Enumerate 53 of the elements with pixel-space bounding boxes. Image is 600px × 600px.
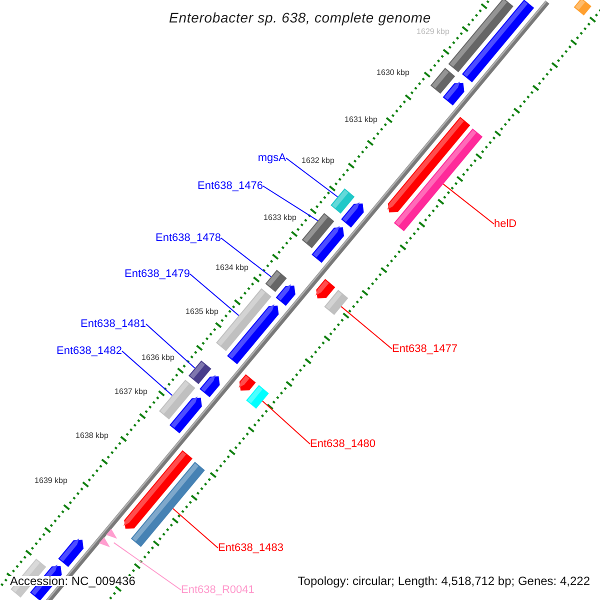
gene-label: Ent638_1483 [218,542,284,554]
kbp-label: 1638 kbp [76,431,108,441]
gene-label: Ent638_1478 [156,232,221,244]
kbp-label: 1636 kbp [142,353,174,363]
gene-label: Ent638_1476 [198,180,263,192]
gene-block [574,0,592,16]
gene-feature [124,450,192,529]
kbp-label: 1635 kbp [186,307,218,317]
leader-line [442,184,494,224]
gene-label: Ent638_1477 [392,343,458,355]
leader-line [220,238,272,278]
gene-feature [200,375,220,398]
title: Enterobacter sp. 638, complete genome [169,8,431,28]
kbp-label: 1633 kbp [264,213,296,223]
leader-line [190,274,240,316]
gene-feature [227,304,279,364]
gene-feature [276,284,296,306]
gene-feature [312,226,344,263]
leader-line [262,186,318,222]
gene-block [265,270,287,292]
kbp-label: 1637 kbp [114,387,148,397]
accession-text: Accession: NC_009436 [8,576,138,586]
gene-feature [316,278,336,298]
leader-line [172,508,218,548]
leader-line [340,306,392,350]
kbp-label: 1631 kbp [344,115,378,125]
kbp-label: 1630 kbp [376,68,410,78]
gene-feature [341,202,364,228]
leader-line [262,400,310,444]
gene-label: Ent638_1481 [80,318,146,330]
gene-label: Ent638_1479 [124,268,190,280]
gene-block [246,385,269,409]
leader-line [286,158,338,198]
gene-feature [442,82,464,106]
gene-label: helD [494,218,517,230]
gene-label: Ent638_1482 [56,345,122,357]
leader-line [122,350,173,396]
gene-marker [99,528,118,548]
kbp-label: 1634 kbp [216,263,248,273]
gene-feature [170,396,202,434]
gene-feature [58,538,84,567]
gene-label: mgsA [258,152,286,164]
kbp-label: 1629 kbp [416,27,450,37]
kbp-label: 1639 kbp [34,476,68,486]
leader-line [146,324,196,369]
gene-label: Ent638_1480 [310,438,376,450]
genome-info-text: Topology: circular; Length: 4,518,712 bp; Genes: 4,222 [296,576,592,586]
gene-feature [387,116,470,212]
gene-feature [238,374,256,391]
leader-line [113,542,182,590]
kbp-label: 1632 kbp [302,156,334,166]
gene-label: Ent638_R0041 [181,584,254,596]
gene-block [462,0,534,82]
